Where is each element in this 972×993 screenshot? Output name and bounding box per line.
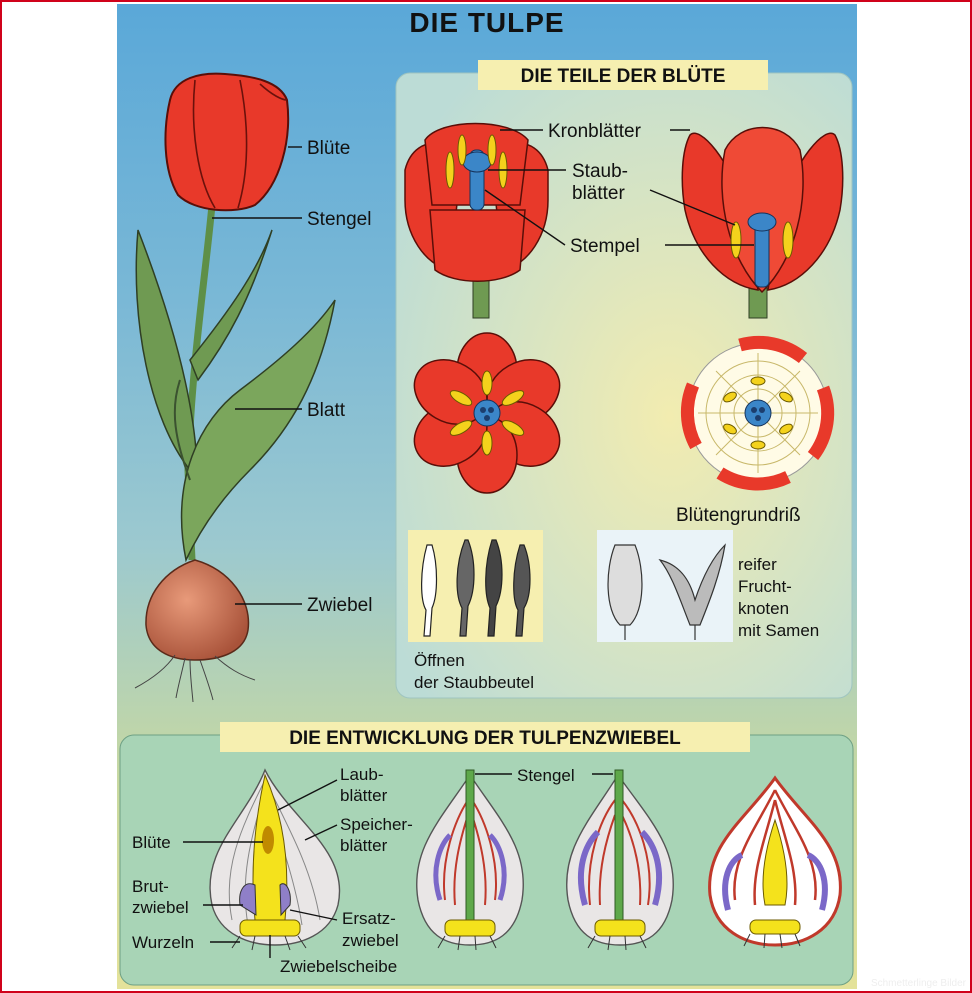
fruit-illustration: [607, 543, 726, 640]
label-ersatz-1: Ersatz-: [342, 909, 396, 928]
label-laub-2: blätter: [340, 786, 388, 805]
development-header-box: [220, 722, 750, 752]
cut-flower-illustration: [404, 122, 549, 319]
bulb-section-3: [566, 769, 674, 951]
poster-title: DIE TULPE: [409, 7, 564, 38]
bulb-section-1: [209, 768, 341, 951]
label-zwiebelscheibe: Zwiebelscheibe: [280, 957, 397, 976]
label-ersatz-2: zwiebel: [342, 931, 399, 950]
label-oeffnen-1: Öffnen: [414, 651, 465, 670]
label-oeffnen-2: der Staubbeutel: [414, 673, 534, 692]
label-wurzeln: Wurzeln: [132, 933, 194, 952]
label-staub-1: Staub-: [572, 161, 628, 182]
flower-section-illustration: [681, 126, 844, 319]
label-dev-stengel: Stengel: [517, 766, 575, 785]
development-header: DIE ENTWICKLUNG DER TULPENZWIEBEL: [289, 728, 681, 749]
label-staub-2: blätter: [572, 183, 625, 204]
tulip-plant-illustration: [134, 72, 336, 703]
watermark: Schmetterlinge Bilder: [870, 978, 966, 989]
floral-diagram: [680, 335, 835, 491]
leader-line: [277, 779, 338, 811]
parts-header: DIE TEILE DER BLÜTE: [521, 66, 726, 87]
label-speicher-1: Speicher-: [340, 815, 413, 834]
parts-header-box: [478, 60, 768, 90]
anthers-illustration: [421, 539, 531, 637]
bulb-section-4: [708, 775, 842, 949]
label-blatt: Blatt: [307, 400, 346, 421]
label-brut-2: zwiebel: [132, 898, 189, 917]
label-grundriss: Blütengrundriß: [676, 505, 801, 526]
label-stempel: Stempel: [570, 236, 640, 257]
label-frucht-3: knoten: [738, 599, 789, 618]
label-bluete: Blüte: [307, 138, 350, 159]
label-frucht-2: Frucht-: [738, 577, 792, 596]
label-speicher-2: blätter: [340, 836, 388, 855]
label-frucht-4: mit Samen: [738, 621, 819, 640]
label-frucht-1: reifer: [738, 555, 777, 574]
bulb-section-2: [416, 769, 524, 951]
label-brut-1: Brut-: [132, 877, 169, 896]
leader-line: [484, 189, 566, 246]
label-laub-1: Laub-: [340, 765, 383, 784]
flower-top-view: [413, 332, 561, 494]
label-kronblaetter: Kronblätter: [548, 121, 642, 142]
leader-line: [649, 189, 736, 226]
label-zwiebel: Zwiebel: [307, 595, 372, 616]
leader-line: [304, 824, 338, 841]
label-dev-bluete: Blüte: [132, 833, 171, 852]
label-stengel: Stengel: [307, 209, 371, 230]
leader-line: [289, 909, 338, 921]
